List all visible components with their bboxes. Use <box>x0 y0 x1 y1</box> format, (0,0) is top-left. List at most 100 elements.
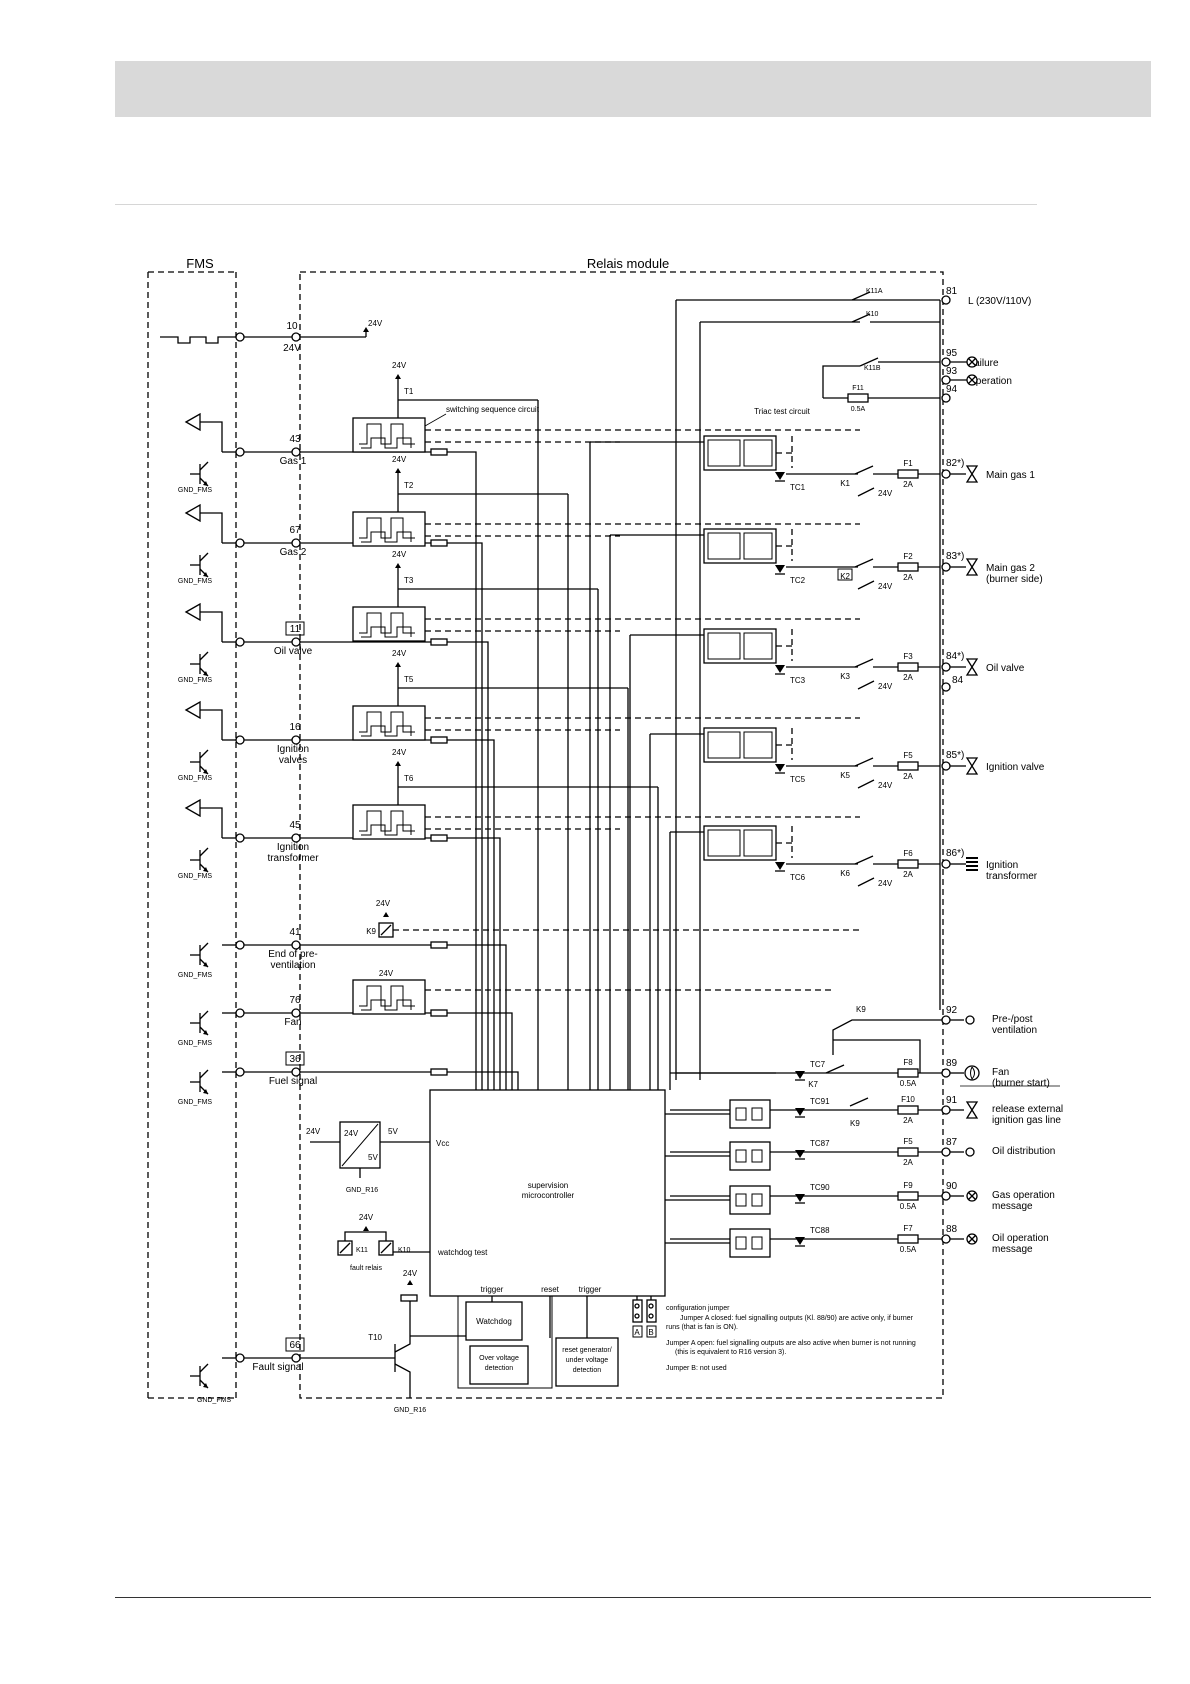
input-label: valves <box>279 755 307 766</box>
failure-lamp-icon <box>968 358 976 366</box>
regulator-ground-label: GND_R16 <box>346 1187 378 1194</box>
lower-output-label: Pre-/post <box>992 1014 1033 1025</box>
switching-sequence-box <box>361 824 412 836</box>
watchdog-block <box>465 1301 523 1341</box>
triac-TC1 <box>775 472 785 480</box>
output-terminal-91 <box>941 1105 951 1115</box>
output-terminal-number: 89 <box>946 1058 958 1069</box>
k11a-switch <box>851 291 871 301</box>
fms-ground-label: GND_FMS <box>178 487 213 494</box>
switching-sequence-box <box>359 711 415 733</box>
fuse-F1 <box>897 469 919 479</box>
input-terminal-67 <box>291 538 301 548</box>
output-label: L (230V/110V) <box>968 296 1031 307</box>
fuse-F7 <box>897 1234 919 1244</box>
relay-contact-label: K1 <box>840 479 850 488</box>
lower-output-label: ventilation <box>992 1025 1037 1036</box>
optocoupler-box <box>707 829 741 857</box>
fuse-rating: 0.5A <box>900 1079 917 1088</box>
output-terminal-81 <box>941 295 951 305</box>
fuse-label: F3 <box>903 652 913 661</box>
relay-nc-contact <box>857 779 875 789</box>
triac-TC6 <box>775 862 785 870</box>
fms-transistor-fault <box>203 1383 208 1388</box>
switching-sequence-box <box>352 511 426 547</box>
reset-generator-label: under voltage <box>566 1357 609 1364</box>
jumper-b-pin <box>648 1313 654 1319</box>
jumper-b <box>646 1299 657 1323</box>
triac-driver-box <box>743 532 773 560</box>
optocoupler-box <box>735 1236 747 1250</box>
input-terminal-number: 16 <box>289 722 301 733</box>
triac-label: TC87 <box>810 1139 830 1148</box>
fuse-rating: 2A <box>903 673 913 682</box>
f11-fuse <box>847 393 869 403</box>
k9-contact-label: K9 <box>856 1005 866 1014</box>
triac-label: TC3 <box>790 676 806 685</box>
input-label: Ignition <box>277 842 309 853</box>
optocoupler-box <box>707 532 741 560</box>
fuse-F10 <box>897 1105 919 1115</box>
fms-fault-terminal <box>235 1353 245 1363</box>
fan-box-supply-label: 24V <box>379 969 394 978</box>
overvoltage-label: Over voltage <box>479 1355 519 1362</box>
output-terminal-number: 85*) <box>946 750 964 761</box>
terminal-10-voltage: 24V <box>283 343 301 354</box>
fms-ground-label: GND_FMS <box>178 677 213 684</box>
relay-nc-contact <box>857 877 875 887</box>
supply-terminal-fms <box>235 332 245 342</box>
fuse-rating: 2A <box>903 573 913 582</box>
transistor-supply-label: 24V <box>392 649 407 658</box>
optocoupler-box <box>735 1107 747 1121</box>
config-note-line: runs (that is fan is ON). <box>666 1324 738 1331</box>
fms-terminal <box>235 833 245 843</box>
input-terminal-76 <box>291 1008 301 1018</box>
supply-arrow <box>363 327 369 332</box>
optocoupler-box <box>751 1107 763 1121</box>
output-terminal-89 <box>941 1068 951 1078</box>
fms-supply-switches <box>160 336 236 344</box>
relais-region-title: Relais module <box>587 256 669 271</box>
regulator-box-in-label: 24V <box>344 1129 359 1138</box>
output-terminal-90 <box>941 1191 951 1201</box>
transistor-supply-label: 24V <box>392 748 407 757</box>
jumper-a-pin <box>634 1303 640 1309</box>
k9-supply-arrow <box>383 912 389 917</box>
transistor-label: T2 <box>404 481 414 490</box>
input-resistor <box>430 638 448 646</box>
config-note-line: (this is equivalent to R16 version 3). <box>675 1349 786 1356</box>
output-channel-label: (burner side) <box>986 574 1043 585</box>
regulator-diagonal <box>341 1123 379 1167</box>
input-to-micro-line <box>447 944 507 1090</box>
input-resistor <box>430 941 448 949</box>
transistor-supply-label: 24V <box>392 550 407 559</box>
optocoupler-box <box>735 1149 747 1163</box>
input-label: Gas 1 <box>280 456 307 467</box>
triac-label: TC2 <box>790 576 806 585</box>
config-note-line: Jumper A open: fuel signalling outputs a… <box>666 1340 916 1347</box>
fms-transistor <box>199 1069 209 1079</box>
switching-sequence-box <box>352 417 426 453</box>
supply-arrow <box>395 662 401 667</box>
fms-terminal <box>235 1067 245 1077</box>
fault-signal-label: Fault signal <box>252 1362 303 1373</box>
fms-terminal <box>235 735 245 745</box>
input-label: ventilation <box>270 960 315 971</box>
input-label: Ignition <box>277 744 309 755</box>
valve-icon <box>965 1101 979 1119</box>
output-channel-label: Ignition <box>986 860 1018 871</box>
switching-sequence-label: switching sequence circuit <box>446 405 540 414</box>
relay-contact-K7 <box>825 1064 845 1074</box>
supply-arrow <box>395 761 401 766</box>
relay-contact-label: K7 <box>808 1080 818 1089</box>
output-terminal-number: 90 <box>946 1181 958 1192</box>
f11-label: F11 <box>852 385 864 392</box>
transistor-supply-label: 24V <box>392 361 407 370</box>
optocoupler-box <box>751 1193 763 1207</box>
triac-label: TC7 <box>810 1060 826 1069</box>
terminal-number-box <box>285 1337 305 1352</box>
jumper-b-pin <box>648 1303 654 1309</box>
fms-pullup-line <box>200 512 223 543</box>
f11-rating: 0.5A <box>851 406 866 413</box>
output-terminal-number: 87 <box>946 1137 958 1148</box>
